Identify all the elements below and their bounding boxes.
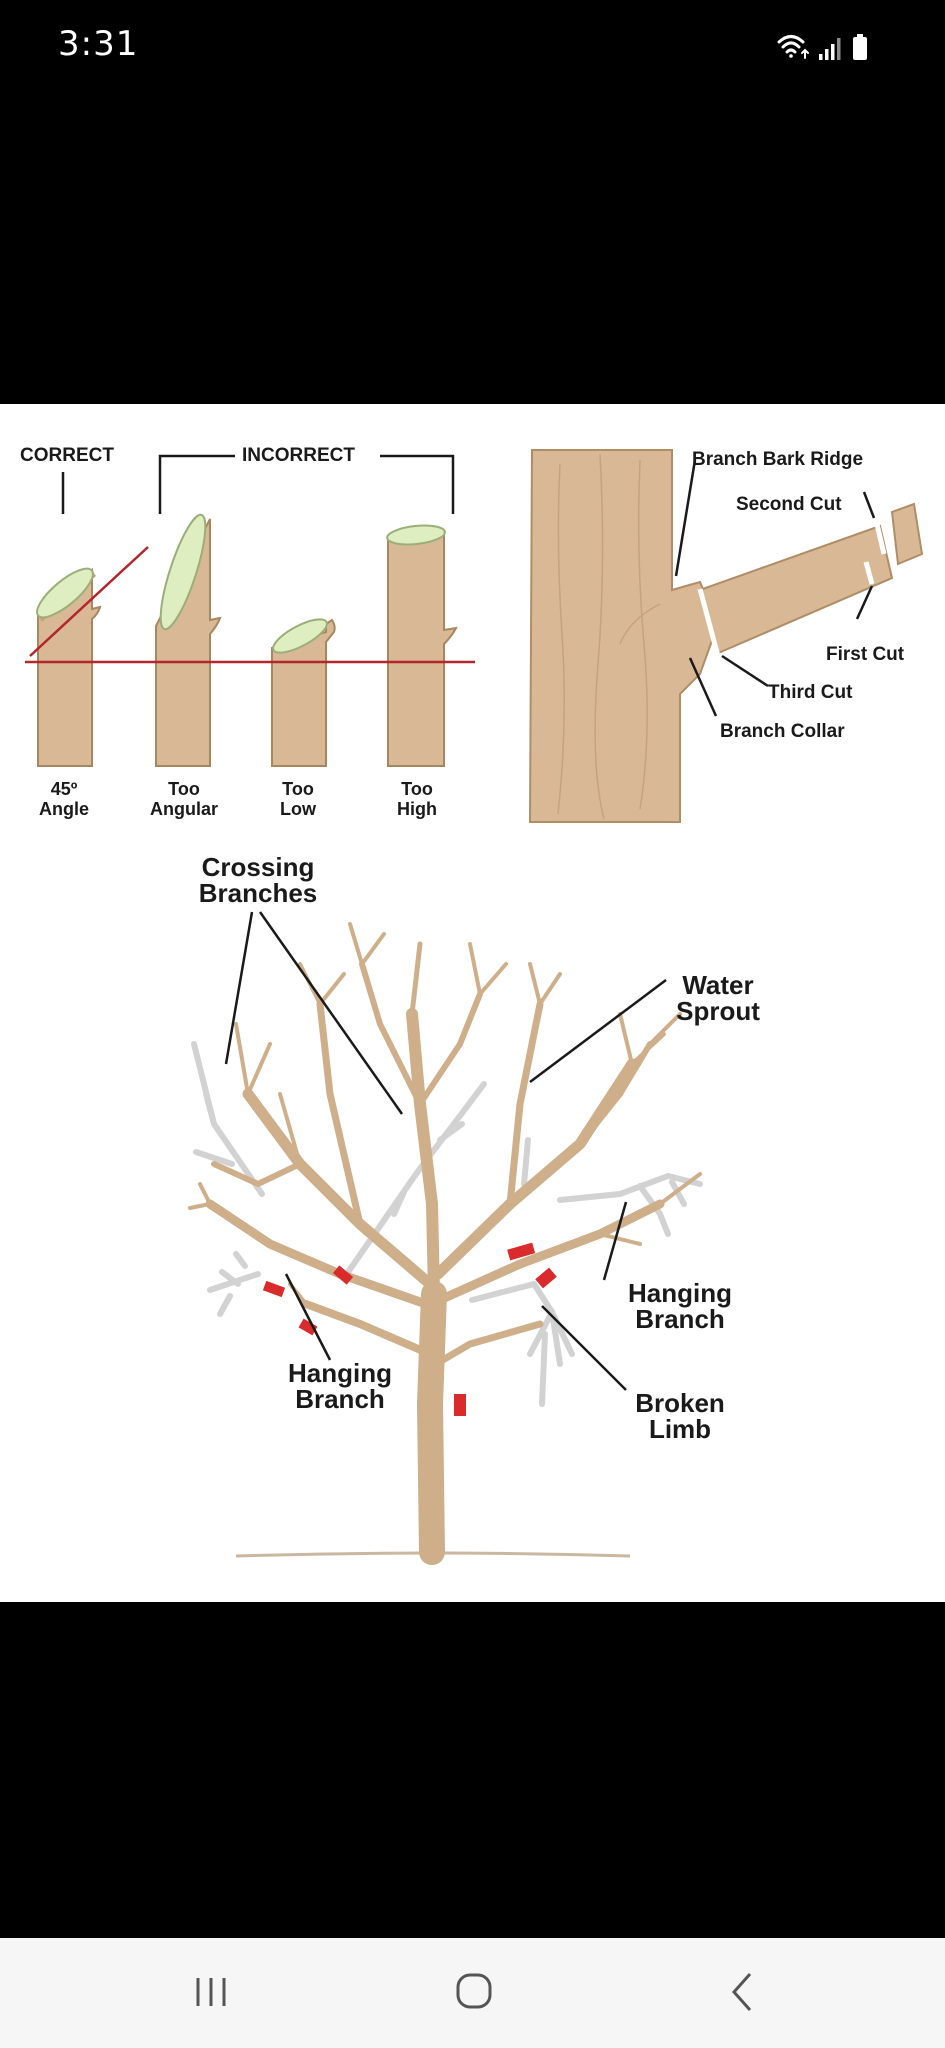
cut-label-angular-line2: Angular [150,799,218,819]
cut-label-high-line2: High [397,799,437,819]
cut-label-45-line2: Angle [39,799,89,819]
stem-too-low [271,618,336,767]
navigation-bar [0,1938,945,2048]
pruning-diagram-image: CORRECT INCORRECT [0,404,945,1602]
three-cut-section: Branch Bark Ridge Second Cut First Cut T… [528,449,924,823]
tree-section: Crossing Branches Water Sprout Hanging B… [188,852,760,1565]
label-crossing-line2: Branches [199,878,318,908]
cut-types-section: CORRECT INCORRECT [20,445,475,819]
incorrect-label: INCORRECT [242,445,355,466]
label-hanging-left-line2: Branch [295,1384,385,1414]
cut-marks [262,1242,557,1416]
guide-lines [25,546,475,664]
cut-label-45-line1: 45º [51,779,78,799]
label-third-cut: Third Cut [768,682,853,703]
cut-label-low-line2: Low [280,799,317,819]
recent-apps-icon [196,1978,226,2006]
label-water-line1: Water [682,970,753,1000]
status-icons [777,34,867,60]
status-time: 3:31 [58,24,139,64]
wifi-icon [777,35,809,59]
leader-lines [224,911,667,1391]
status-bar: 3:31 [0,0,945,90]
label-hanging-left-line1: Hanging [288,1358,392,1388]
cut-label-angular-line1: Too [168,779,200,799]
label-branch-collar: Branch Collar [720,721,845,742]
stem-45-angle [36,567,102,767]
home-icon [456,1973,492,2009]
back-button[interactable] [702,1956,782,2026]
pruning-diagram: CORRECT INCORRECT [20,445,924,1565]
recent-apps-button[interactable] [172,1956,252,2026]
battery-icon [853,34,867,60]
label-broken-line1: Broken [635,1388,725,1418]
dead-branches [191,1041,703,1407]
label-broken-line2: Limb [649,1414,711,1444]
label-second-cut: Second Cut [736,494,842,515]
label-crossing-line1: Crossing [202,852,315,882]
back-icon [731,1973,752,2011]
label-hanging-right-line1: Hanging [628,1278,732,1308]
label-first-cut: First Cut [826,644,905,665]
stem-too-high [386,524,458,767]
home-button[interactable] [434,1956,514,2026]
correct-label: CORRECT [20,445,114,466]
signal-icon [819,38,841,60]
stem-too-angular [155,513,222,767]
tree-branches [188,922,702,1565]
cut-label-low-line1: Too [282,779,314,799]
cut-label-high-line1: Too [401,779,433,799]
label-water-line2: Sprout [676,996,760,1026]
label-hanging-right-line2: Branch [635,1304,725,1334]
label-branch-bark-ridge: Branch Bark Ridge [692,449,863,470]
